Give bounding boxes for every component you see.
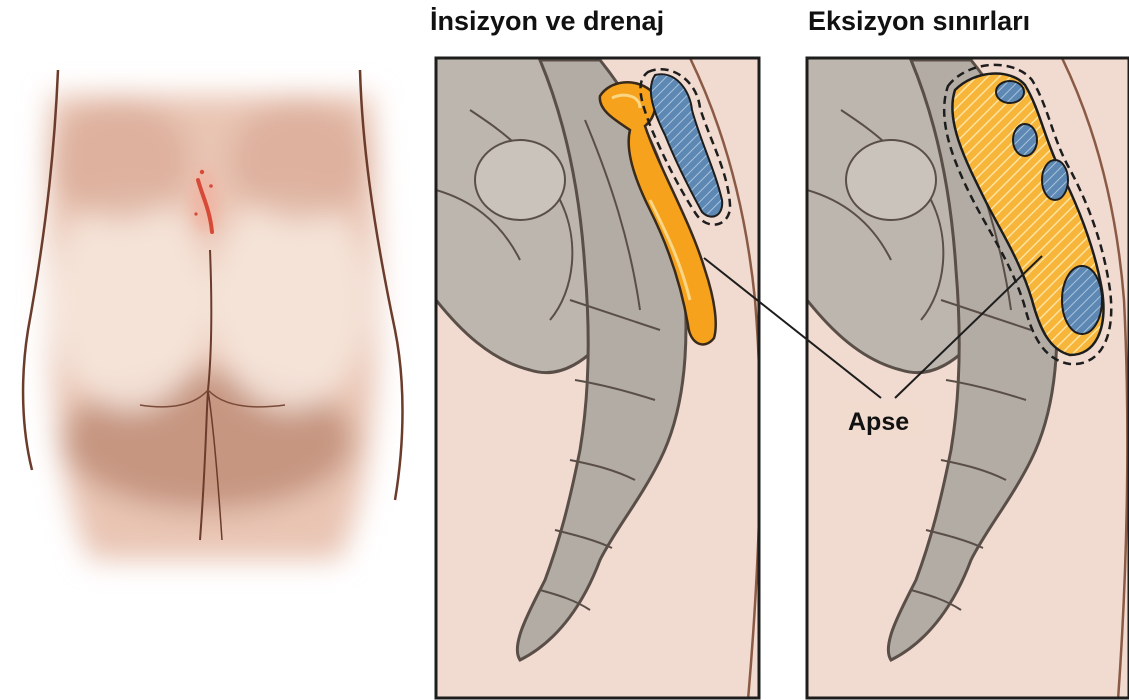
panel-incision-drainage xyxy=(436,58,760,700)
abscess-label: Apse xyxy=(848,408,909,436)
buttocks-shading xyxy=(47,95,379,560)
panel-excision-margins xyxy=(807,58,1129,700)
title-incision-drainage: İnsizyon ve drenaj xyxy=(430,6,664,36)
sinus-wound xyxy=(191,168,219,232)
posterior-view-illustration xyxy=(23,70,402,560)
title-excision-margins: Eksizyon sınırları xyxy=(808,6,1030,36)
